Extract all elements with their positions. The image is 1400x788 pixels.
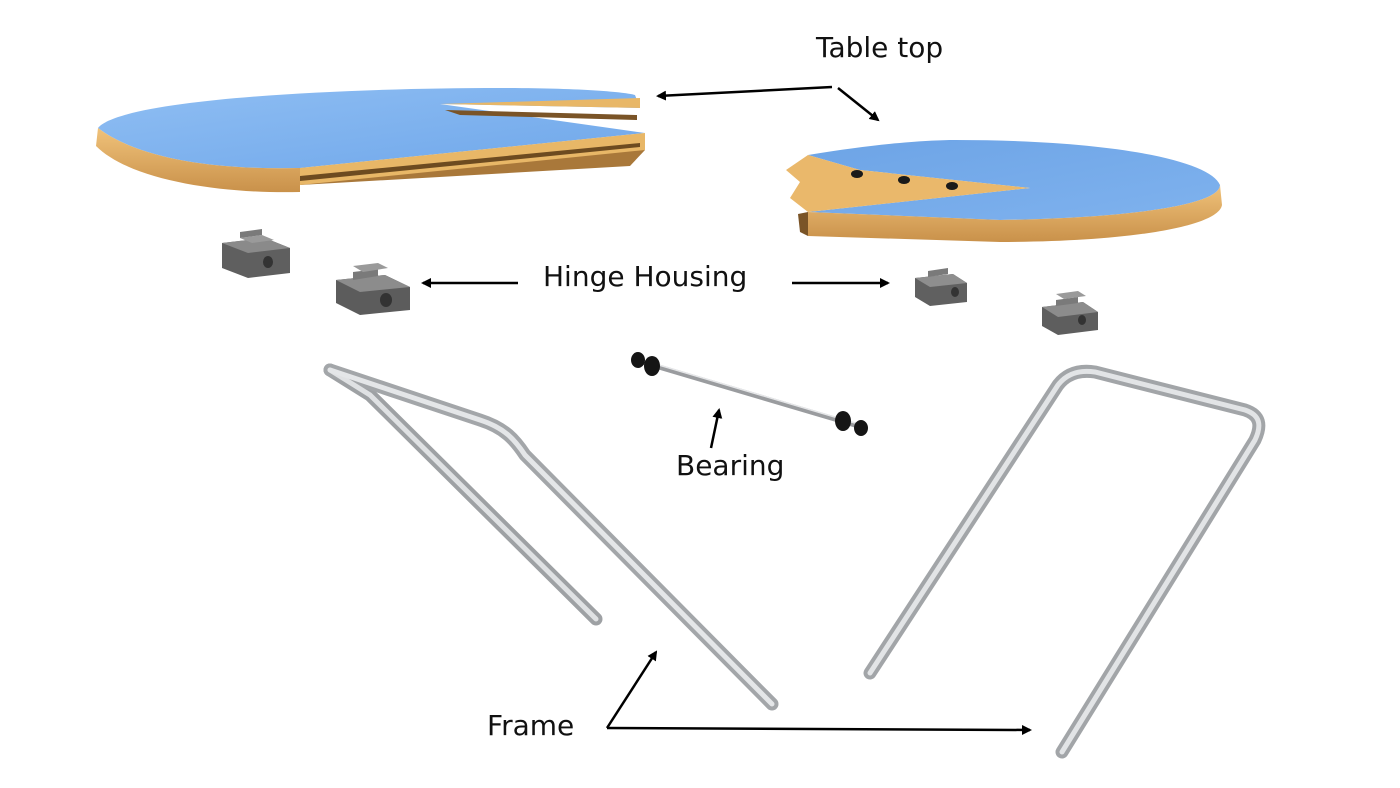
table-top-right-half: [786, 140, 1222, 242]
bearing-shaft: [631, 352, 868, 436]
bearing-label: Bearing: [676, 449, 785, 482]
hinge-housing-1: [222, 229, 290, 278]
table-top-left-half: [96, 88, 645, 193]
frame-arrows: [605, 650, 1032, 735]
table-top-arrows: [656, 85, 880, 122]
table-top-label: Table top: [816, 31, 944, 64]
hinge-housing-4: [1042, 291, 1098, 335]
frame-left: [323, 363, 779, 711]
bearing-arrow: [709, 408, 723, 449]
frame-label: Frame: [487, 709, 575, 742]
hinge-housing-2: [336, 263, 410, 315]
hinge-housing-label: Hinge Housing: [543, 260, 748, 293]
frame-right: [863, 364, 1266, 759]
hinge-housing-3: [915, 268, 967, 306]
